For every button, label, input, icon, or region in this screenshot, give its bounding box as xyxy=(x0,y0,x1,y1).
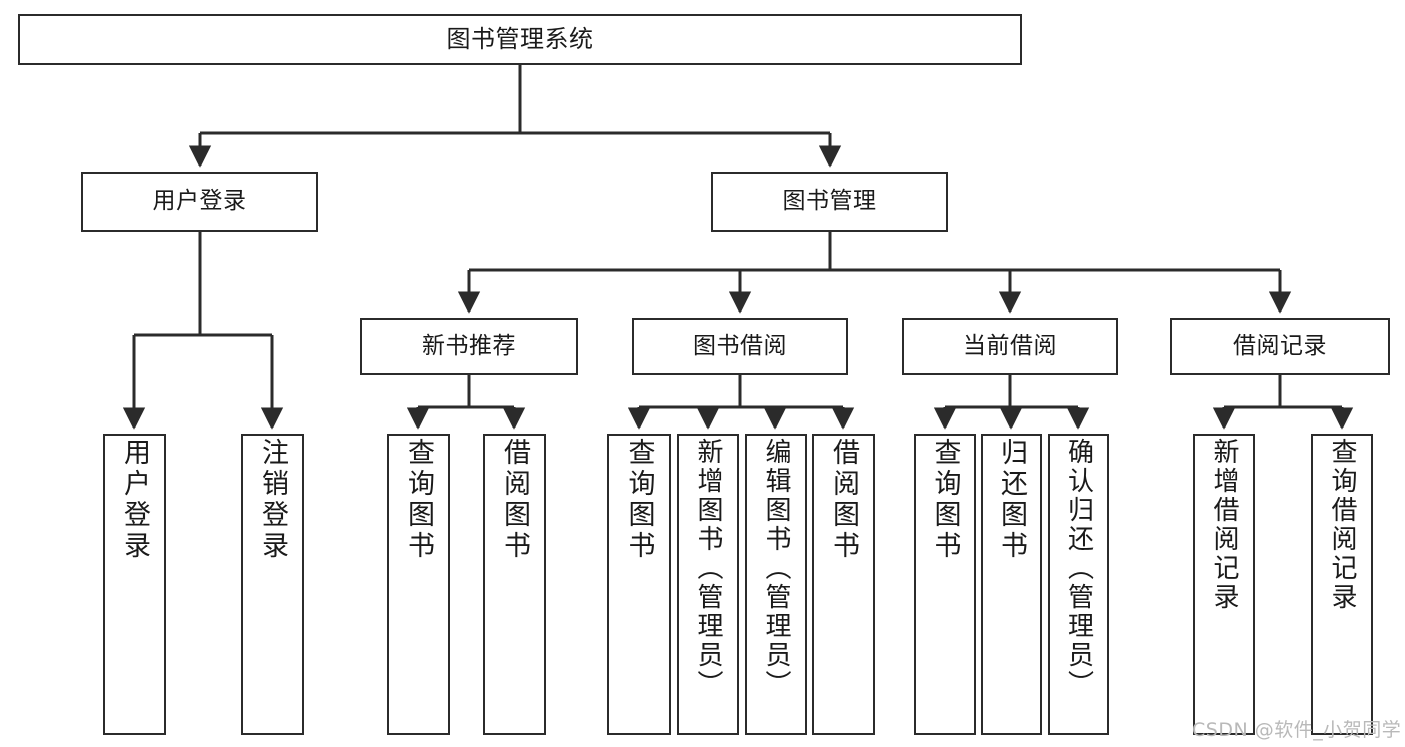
node-label: 查询图书 xyxy=(929,438,961,562)
leaf-logout-login[interactable]: 注销登录 xyxy=(241,434,304,735)
node-label: 归还图书 xyxy=(996,438,1027,562)
node-book-borrow[interactable]: 图书借阅 xyxy=(632,318,848,375)
node-label: 注销登录 xyxy=(257,438,288,562)
node-label: 用户登录 xyxy=(119,438,150,562)
leaf-borrow-book[interactable]: 借阅图书 xyxy=(812,434,875,735)
node-root-book-management-system[interactable]: 图书管理系统 xyxy=(18,14,1022,65)
node-label: 当前借阅 xyxy=(963,332,1057,359)
node-label: 查询图书 xyxy=(403,438,434,562)
node-label: 查询借阅记录 xyxy=(1327,438,1357,612)
node-label: 图书管理系统 xyxy=(446,25,594,54)
node-current-borrow[interactable]: 当前借阅 xyxy=(902,318,1118,375)
node-label: 确认归还（管理员） xyxy=(1063,438,1094,699)
leaf-query-book-recommend[interactable]: 查询图书 xyxy=(387,434,450,735)
node-label: 新增借阅记录 xyxy=(1209,438,1239,612)
leaf-query-book-current[interactable]: 查询图书 xyxy=(914,434,976,735)
node-label: 借阅图书 xyxy=(828,438,859,562)
leaf-query-book-borrow[interactable]: 查询图书 xyxy=(607,434,671,735)
node-user-login[interactable]: 用户登录 xyxy=(81,172,318,232)
node-label: 借阅图书 xyxy=(499,438,530,562)
node-borrow-record[interactable]: 借阅记录 xyxy=(1170,318,1390,375)
leaf-edit-book-admin[interactable]: 编辑图书（管理员） xyxy=(745,434,807,735)
node-book-management[interactable]: 图书管理 xyxy=(711,172,948,232)
leaf-borrow-book-recommend[interactable]: 借阅图书 xyxy=(483,434,546,735)
node-label: 借阅记录 xyxy=(1233,332,1327,359)
node-label: 新书推荐 xyxy=(422,332,516,359)
node-label: 新增图书（管理员） xyxy=(693,438,723,699)
leaf-return-book[interactable]: 归还图书 xyxy=(981,434,1042,735)
node-label: 用户登录 xyxy=(152,188,247,215)
node-label: 编辑图书（管理员） xyxy=(761,438,791,699)
leaf-add-book-admin[interactable]: 新增图书（管理员） xyxy=(677,434,739,735)
node-new-book-recommend[interactable]: 新书推荐 xyxy=(360,318,578,375)
leaf-add-borrow-record[interactable]: 新增借阅记录 xyxy=(1193,434,1255,735)
node-label: 查询图书 xyxy=(623,438,655,562)
csdn-watermark: CSDN @软件_小贺同学 xyxy=(1192,719,1402,741)
leaf-user-login[interactable]: 用户登录 xyxy=(103,434,166,735)
leaf-confirm-return-admin[interactable]: 确认归还（管理员） xyxy=(1048,434,1109,735)
node-label: 图书借阅 xyxy=(693,332,787,359)
node-label: 图书管理 xyxy=(782,188,877,215)
leaf-query-borrow-record[interactable]: 查询借阅记录 xyxy=(1311,434,1373,735)
